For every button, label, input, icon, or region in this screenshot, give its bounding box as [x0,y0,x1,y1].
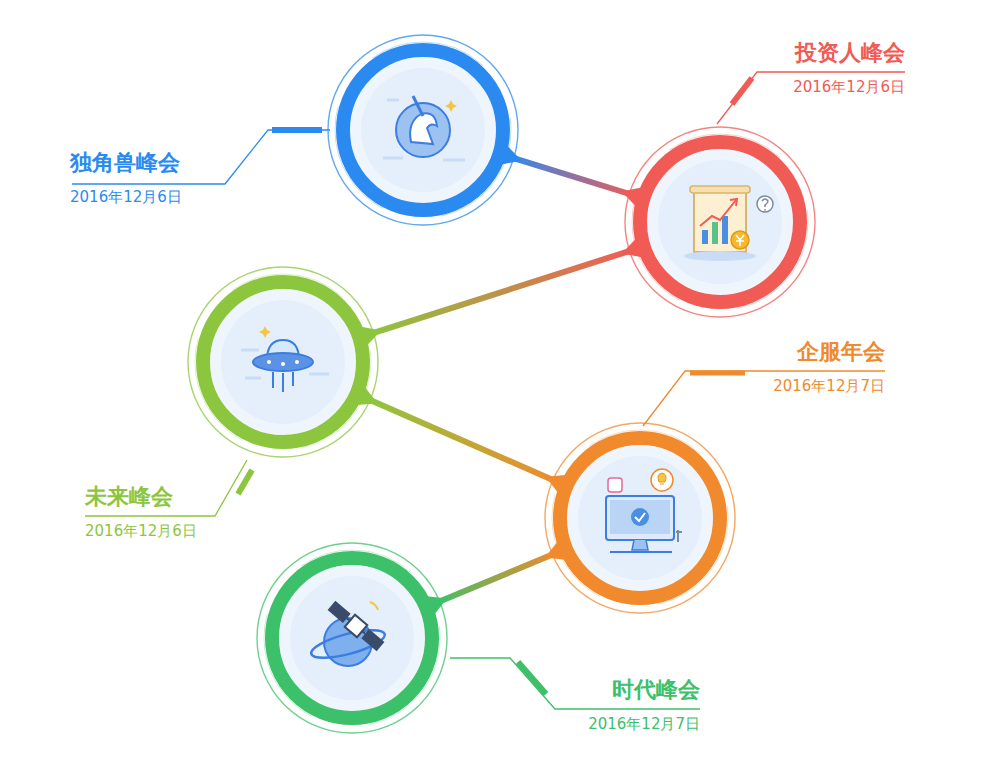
circle-badge [252,538,452,738]
connector [359,237,645,347]
leader-bar [272,127,322,133]
circle-badge [323,30,523,230]
connector [355,385,569,495]
leader-bar [238,470,252,494]
leader-line [85,460,247,516]
summit-date: 2016年12月7日 [588,715,700,733]
circle-badge [540,418,740,618]
summit-date: 2016年12月6日 [793,78,905,96]
connector [424,540,567,616]
circle-badge [620,122,820,322]
connector-line [432,551,559,604]
leader-line [643,371,885,426]
leader-line [717,72,905,124]
summit-circle: 时代峰会2016年12月7日 [252,538,452,738]
connector [499,144,644,208]
summit-title: 独角兽峰会 [70,150,180,176]
leader-bar [518,662,546,694]
circle-badge [183,262,383,462]
connector-line [363,397,561,483]
leader-bar [732,78,752,104]
summit-title: 未来峰会 [85,484,173,510]
summit-circle: 投资人峰会2016年12月6日 [620,122,820,322]
summit-circle: 独角兽峰会2016年12月6日 [323,30,523,230]
leader-line [450,658,700,709]
summit-circle: 未来峰会2016年12月6日 [183,262,383,462]
summit-date: 2016年12月7日 [773,377,885,395]
summit-title: 投资人峰会 [795,40,905,66]
connector-line [366,249,637,336]
connector-line [506,156,637,197]
summit-circle: 企服年会2016年12月7日 [540,418,740,618]
summit-title: 时代峰会 [612,677,700,703]
summit-date: 2016年12月6日 [70,188,182,206]
summit-date: 2016年12月6日 [85,522,197,540]
leader-bar [690,371,745,376]
summit-title: 企服年会 [797,339,885,365]
